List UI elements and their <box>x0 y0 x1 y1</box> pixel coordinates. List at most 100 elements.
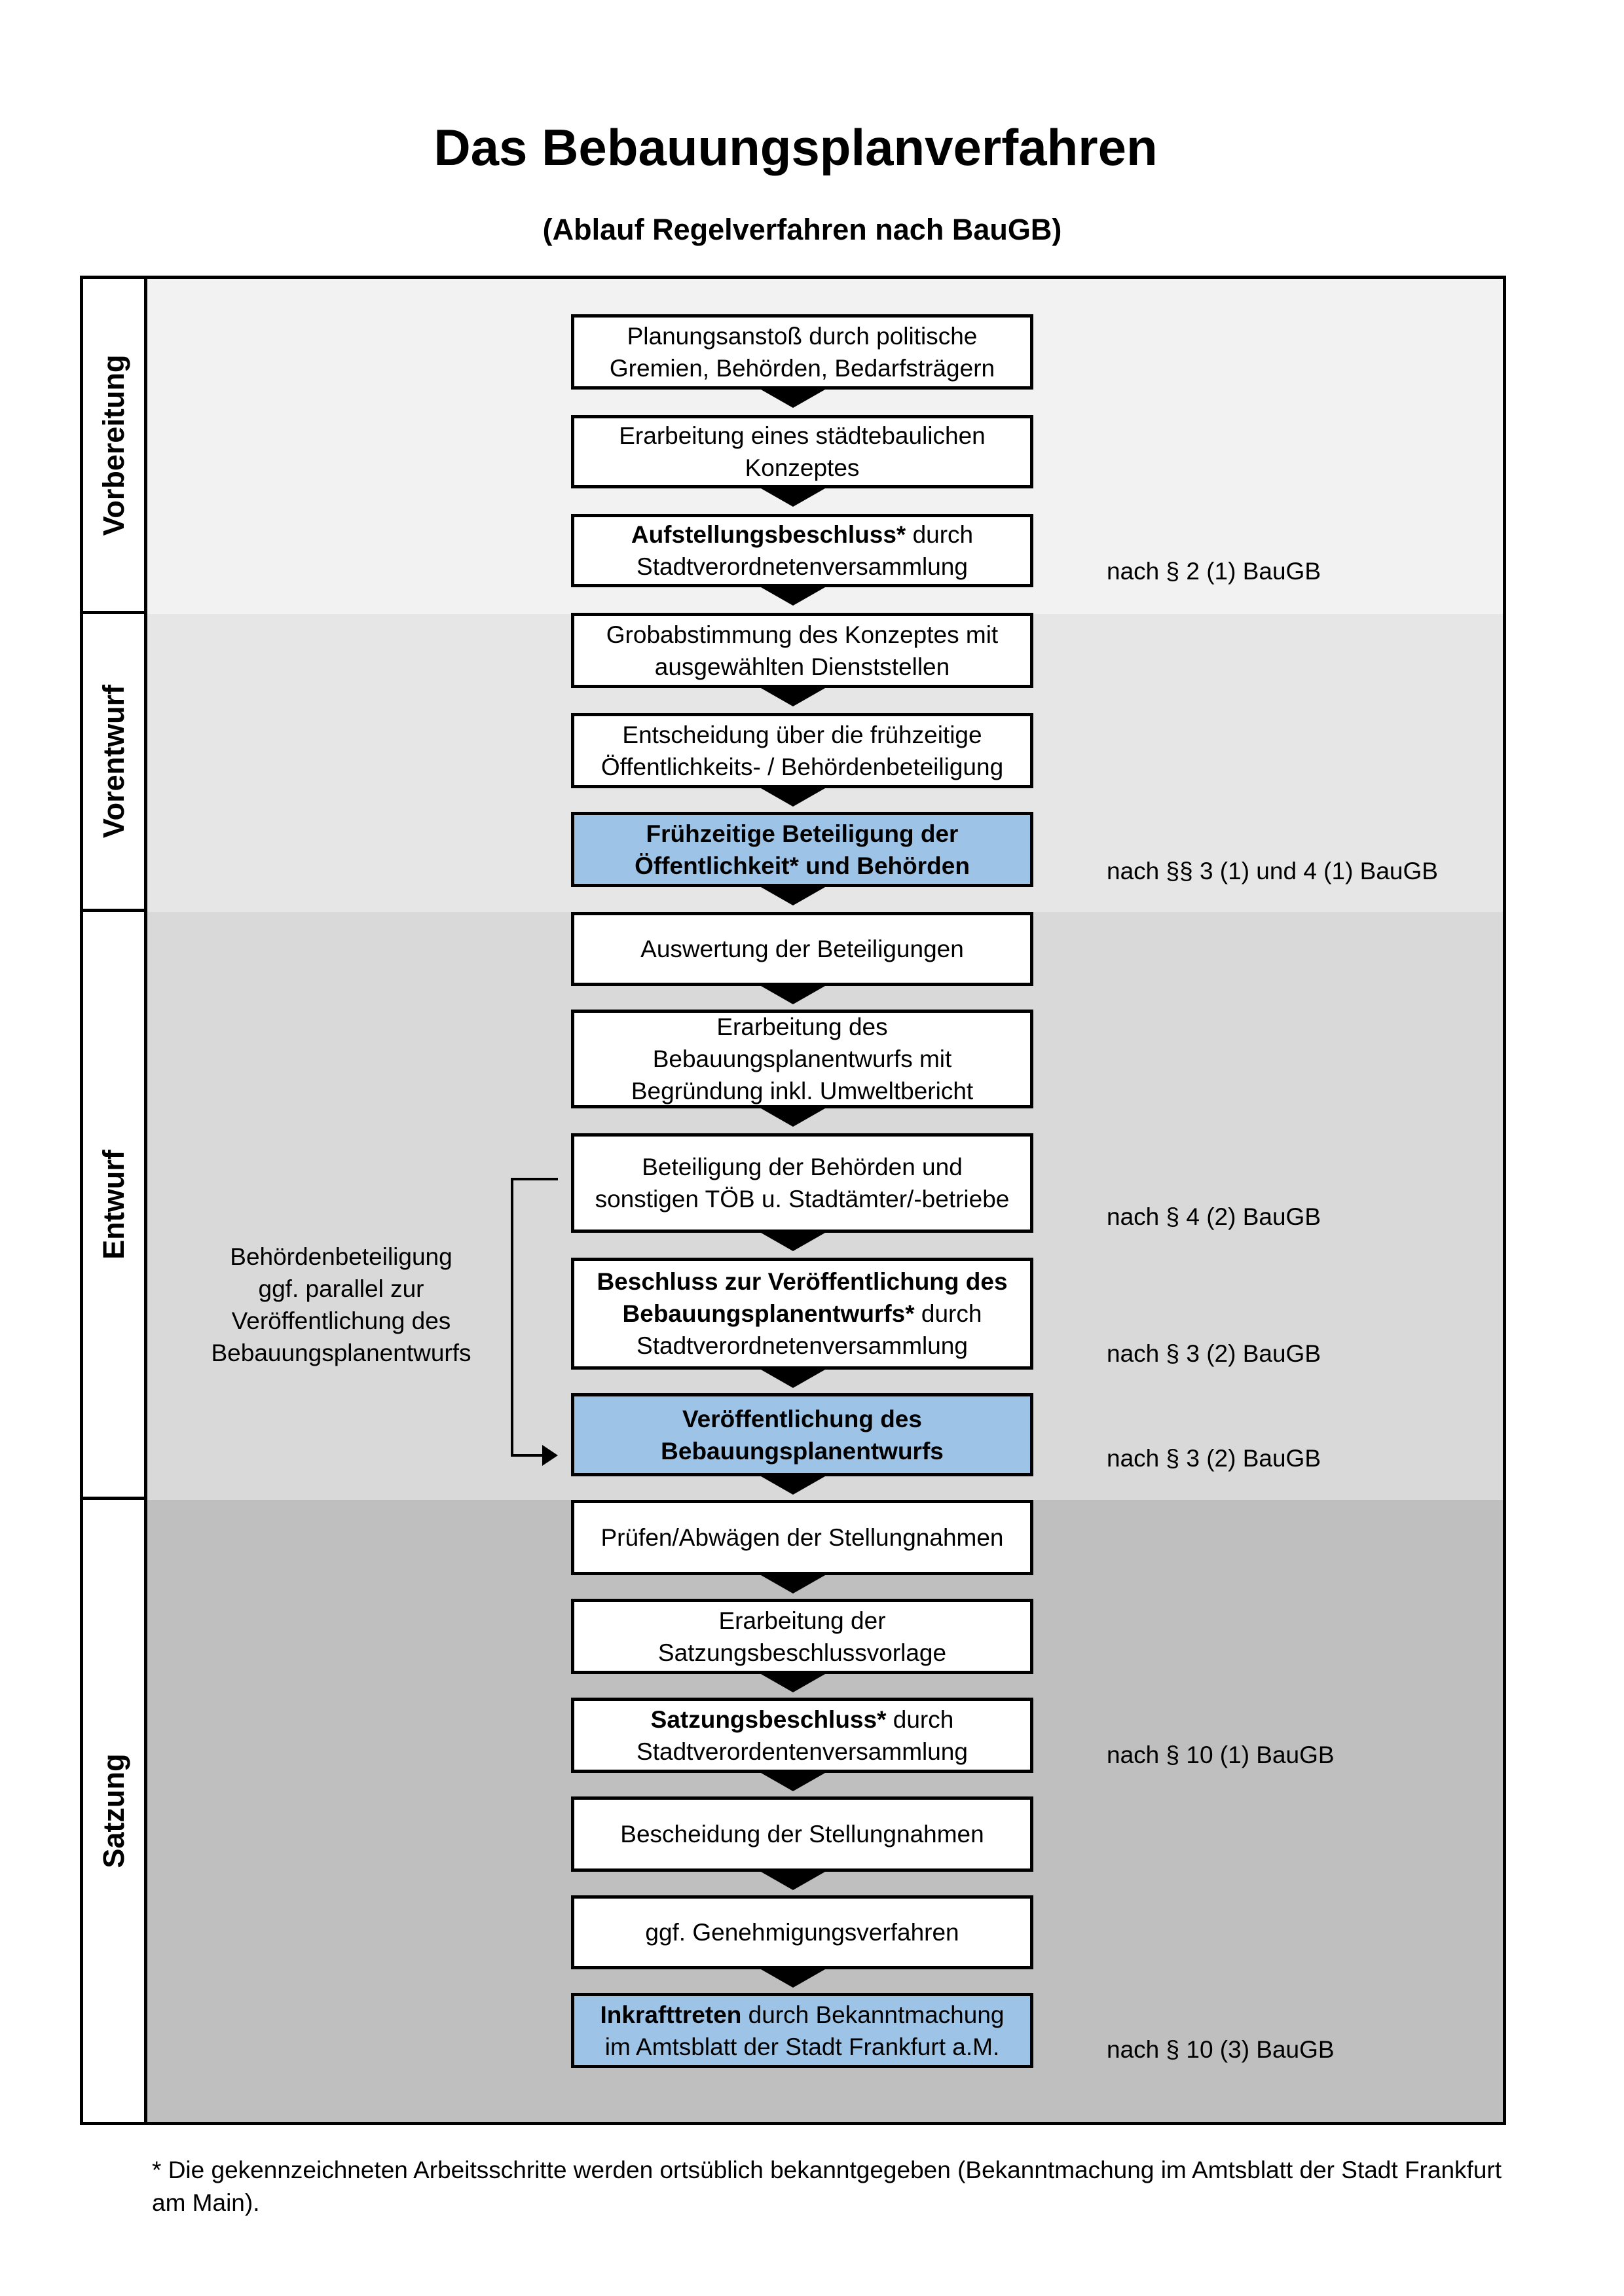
step-text-line: Frühzeitige Beteiligung der <box>646 818 959 850</box>
side-note: Behördenbeteiligung ggf. parallel zur Ve… <box>190 1241 492 1369</box>
step-text: Bebauungsplanentwurfs <box>661 1437 944 1465</box>
step-text: Auswertung der Beteiligungen <box>640 936 964 962</box>
legal-reference: nach § 3 (2) BauGB <box>1107 1445 1321 1472</box>
process-step: ggf. Genehmigungsverfahren <box>571 1895 1033 1969</box>
flow-arrow-down-icon <box>756 1869 830 1890</box>
step-text-line: Prüfen/Abwägen der Stellungnahmen <box>600 1522 1003 1554</box>
step-text: Beschluss zur Veröffentlichung des <box>597 1268 1008 1295</box>
process-step: Prüfen/Abwägen der Stellungnahmen <box>571 1500 1033 1575</box>
process-step: Grobabstimmung des Konzeptes mit ausgewäh… <box>571 613 1033 688</box>
step-text-line: im Amtsblatt der Stadt Frankfurt a.M. <box>605 2031 999 2063</box>
diagram-frame <box>80 276 1506 2125</box>
step-text: im Amtsblatt der Stadt Frankfurt a.M. <box>604 2033 1000 2060</box>
step-text: Beteiligung der Behörden und <box>642 1154 963 1180</box>
step-text-line: Beschluss zur Veröffentlichung des <box>597 1266 1007 1298</box>
parallel-connector-line <box>511 1178 558 1457</box>
step-text: ausgewählten Dienststellen <box>654 653 950 680</box>
step-text: Stadtverordnetenversammlung <box>637 553 968 580</box>
step-text: Begründung inkl. Umweltbericht <box>631 1078 974 1104</box>
step-text-line: Bebauungsplanentwurfs <box>661 1435 944 1467</box>
side-note-line: Veröffentlichung des <box>231 1307 451 1334</box>
step-text: Planungsanstoß durch politische <box>627 322 978 350</box>
step-text: Erarbeitung eines städtebaulichen <box>619 422 986 449</box>
step-text-line: Satzungsbeschlussvorlage <box>658 1637 946 1669</box>
step-text: sonstigen TÖB u. Stadtämter/-betriebe <box>595 1186 1010 1212</box>
step-text: Inkrafttreten <box>600 2001 742 2028</box>
flow-arrow-down-icon <box>756 1474 830 1495</box>
step-text-line: Auswertung der Beteiligungen <box>640 933 964 965</box>
flow-arrow-down-icon <box>756 387 830 408</box>
step-text-line: Erarbeitung des <box>716 1011 887 1043</box>
legal-reference: nach § 3 (2) BauGB <box>1107 1340 1321 1367</box>
step-text-line: Erarbeitung eines städtebaulichen <box>619 420 986 452</box>
step-text: Entscheidung über die frühzeitige <box>622 721 982 748</box>
flow-arrow-down-icon <box>756 1573 830 1594</box>
page-title: Das Bebauungsplanverfahren <box>434 118 1158 176</box>
step-text-line: Entscheidung über die frühzeitige <box>622 719 982 751</box>
footnote: * Die gekennzeichneten Arbeitsschritte w… <box>152 2157 1502 2216</box>
side-note-line: ggf. parallel zur <box>258 1275 424 1302</box>
step-text-line: Erarbeitung der <box>718 1605 885 1637</box>
side-note-line: Behördenbeteiligung <box>230 1243 452 1270</box>
step-text-line: Aufstellungsbeschluss* durch <box>631 519 973 551</box>
step-text: Frühzeitige Beteiligung der <box>646 820 959 847</box>
step-text: durch <box>914 1300 982 1327</box>
step-text: Bescheidung der Stellungnahmen <box>620 1821 984 1848</box>
step-text: durch Bekanntmachung <box>741 2001 1005 2028</box>
flow-arrow-down-icon <box>756 585 830 606</box>
step-text-line: Inkrafttreten durch Bekanntmachung <box>600 1999 1005 2031</box>
step-text-line: Planungsanstoß durch politische <box>627 320 978 352</box>
flow-arrow-down-icon <box>756 1671 830 1692</box>
step-text: Stadtverordentenversammlung <box>637 1738 968 1765</box>
legal-reference: nach § 10 (3) BauGB <box>1107 2036 1335 2063</box>
step-text-line: Öffentlichkeit* und Behörden <box>635 850 970 882</box>
step-text-line: Beteiligung der Behörden und <box>642 1151 963 1183</box>
side-note-line: Bebauungsplanentwurfs <box>211 1339 471 1366</box>
step-text-line: ggf. Genehmigungsverfahren <box>645 1916 959 1948</box>
legal-reference: nach § 4 (2) BauGB <box>1107 1203 1321 1230</box>
process-step: Auswertung der Beteiligungen <box>571 912 1033 986</box>
step-text-line: ausgewählten Dienststellen <box>655 651 950 683</box>
flow-arrow-down-icon <box>756 1230 830 1251</box>
step-text: Grobabstimmung des Konzeptes mit <box>606 621 999 648</box>
step-text-line: sonstigen TÖB u. Stadtämter/-betriebe <box>595 1183 1010 1215</box>
flow-arrow-down-icon <box>756 1106 830 1127</box>
step-text: Erarbeitung der <box>718 1607 886 1634</box>
flow-arrow-down-icon <box>756 884 830 905</box>
phase-label-entwurf: Entwurf <box>80 912 147 1500</box>
legal-reference: nach §§ 3 (1) und 4 (1) BauGB <box>1107 858 1438 884</box>
step-text: Aufstellungsbeschluss* <box>631 521 906 548</box>
step-text-line: Bebauungsplanentwurfs mit <box>653 1043 952 1075</box>
flow-arrow-down-icon <box>756 983 830 1004</box>
step-text: Bebauungsplanentwurfs* <box>622 1300 915 1327</box>
step-text-line: Gremien, Behörden, Bedarfsträgern <box>610 352 995 384</box>
step-text-line: Begründung inkl. Umweltbericht <box>631 1075 973 1107</box>
step-text: Veröffentlichung des <box>682 1405 922 1432</box>
step-text: Öffentlichkeits- / Behördenbeteiligung <box>600 753 1004 780</box>
step-text: Satzungsbeschlussvorlage <box>657 1639 947 1666</box>
step-text-line: Stadtverordentenversammlung <box>637 1736 968 1768</box>
step-text: Öffentlichkeit* und Behörden <box>635 852 970 879</box>
step-text: Erarbeitung des <box>716 1013 888 1040</box>
legal-reference: nach § 10 (1) BauGB <box>1107 1741 1335 1768</box>
step-text: Gremien, Behörden, Bedarfsträgern <box>609 354 995 382</box>
step-text: Prüfen/Abwägen der Stellungnahmen <box>600 1524 1004 1551</box>
flow-arrow-down-icon <box>756 685 830 706</box>
step-text: durch <box>906 521 974 548</box>
step-text-line: Stadtverordnetenversammlung <box>637 1330 968 1362</box>
step-text-line: Grobabstimmung des Konzeptes mit <box>606 619 998 651</box>
legal-reference: nach § 2 (1) BauGB <box>1107 558 1321 585</box>
page-subtitle: (Ablauf Regelverfahren nach BauGB) <box>542 213 1062 246</box>
step-text-line: Stadtverordnetenversammlung <box>637 551 968 583</box>
flow-arrow-down-icon <box>756 1770 830 1791</box>
phase-label-vorentwurf: Vorentwurf <box>80 614 147 912</box>
step-text: Bebauungsplanentwurfs mit <box>652 1046 952 1072</box>
step-text: durch <box>886 1705 954 1733</box>
step-text-line: Bebauungsplanentwurfs* durch <box>623 1298 982 1330</box>
flow-arrow-down-icon <box>756 1967 830 1988</box>
